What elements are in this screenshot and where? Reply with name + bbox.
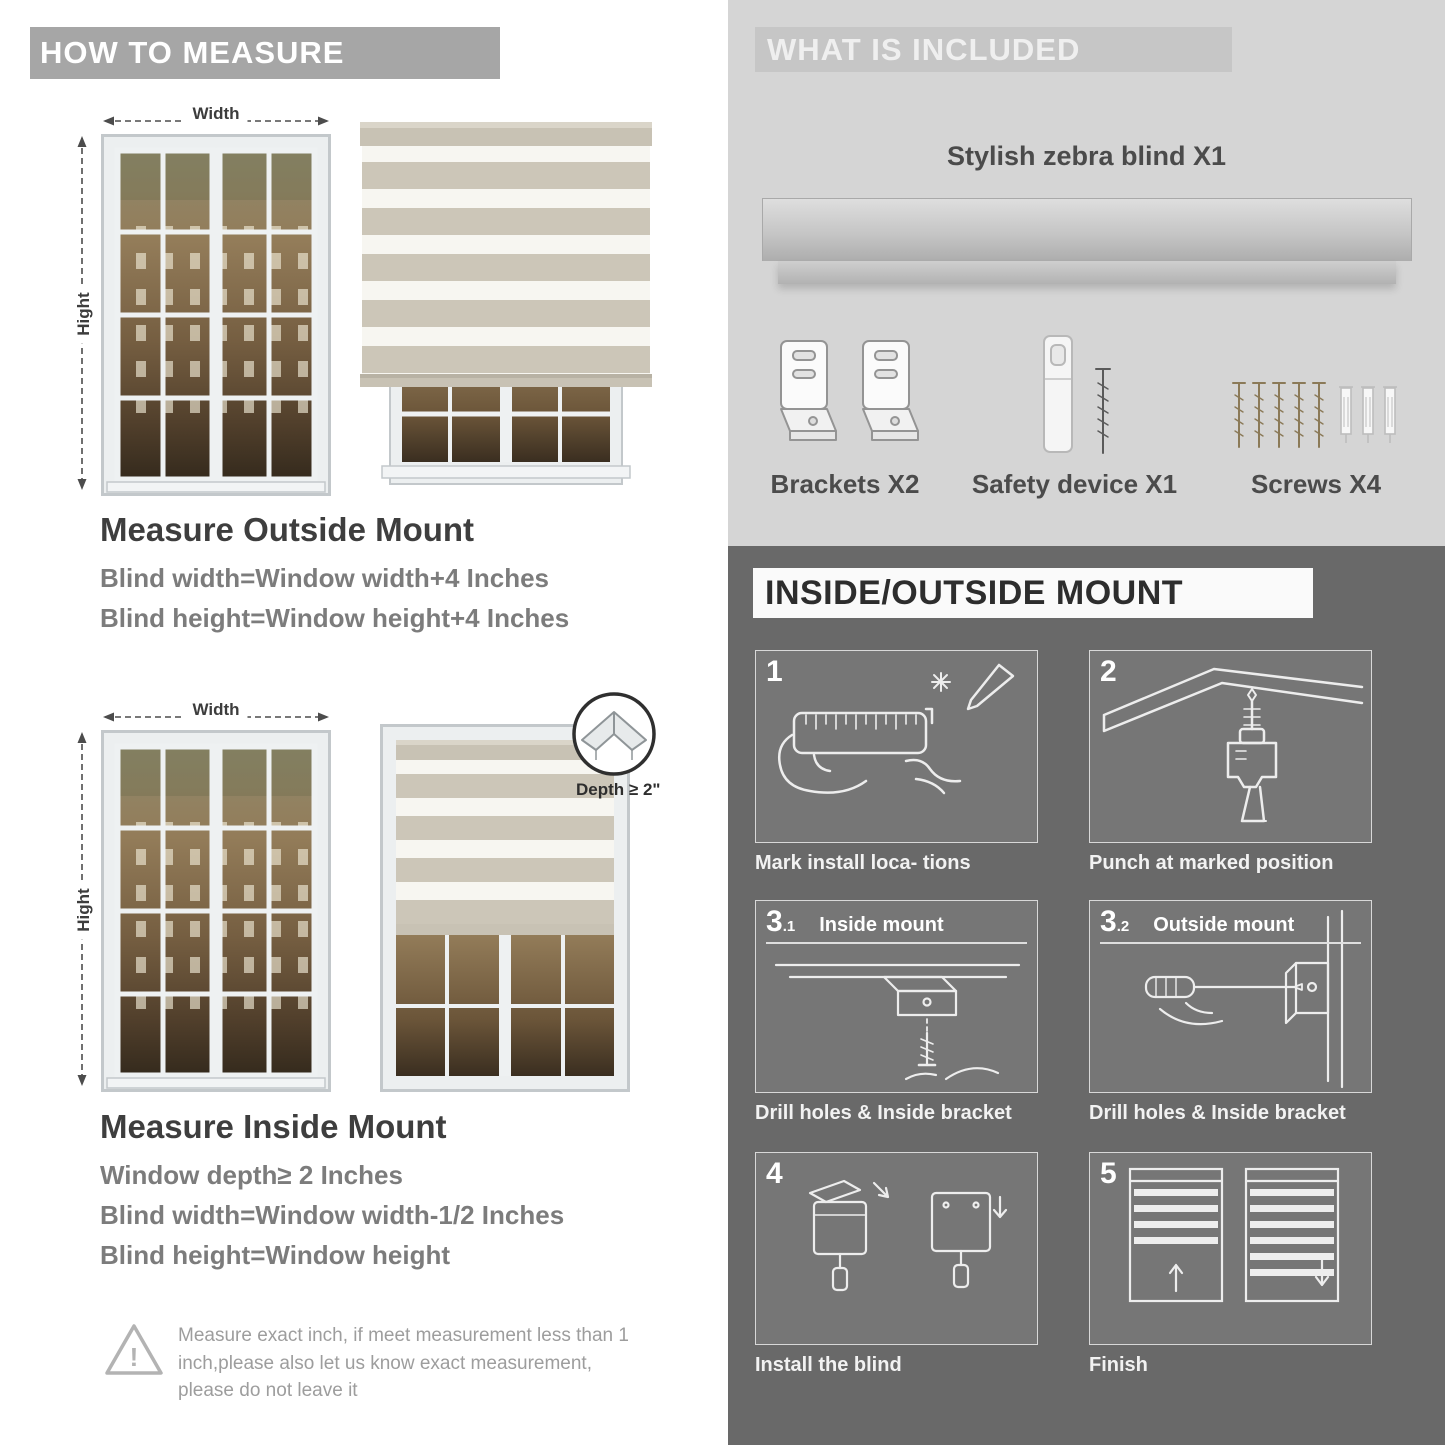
bracket-icon <box>862 340 919 441</box>
depth-callout-label: Depth ≥ 2" <box>576 780 661 799</box>
mount-header: INSIDE/OUTSIDE MOUNT <box>753 568 1313 618</box>
screw-icon <box>1095 368 1112 454</box>
anchor-icons <box>1338 386 1397 443</box>
step-2: 2 <box>1089 650 1372 875</box>
step-number: 3 <box>766 905 783 938</box>
what-is-included-section: WHAT IS INCLUDED Stylish zebra blind X1 <box>728 0 1445 546</box>
mount-title: INSIDE/OUTSIDE MOUNT <box>765 573 1184 612</box>
step-4: 4 <box>755 1152 1038 1377</box>
step-3-1: 3 .1 Inside mount <box>755 900 1038 1125</box>
screws-and-anchors-icon <box>1231 382 1397 448</box>
outside-formula-height: Blind height=Window height+4 Inches <box>100 603 570 633</box>
step-number: 3 <box>1100 905 1117 938</box>
outside-mount-blind-illustration <box>360 122 652 485</box>
width-dimension-label: Width <box>184 701 248 718</box>
how-to-measure-header: HOW TO MEASURE <box>30 27 500 79</box>
included-items: Brackets X2 <box>768 330 1405 500</box>
headrail-illustration <box>762 198 1412 261</box>
blind-inside-mount: Depth ≥ 2" <box>380 692 660 1097</box>
install-blind-art <box>808 1179 1008 1292</box>
inside-mount-blind-illustration <box>380 724 630 1092</box>
step-number: 2 <box>1100 655 1117 688</box>
width-dimension-label: Width <box>184 105 248 122</box>
mount-instructions-section: INSIDE/OUTSIDE MOUNT 1 <box>728 546 1445 1445</box>
measure-note: Measure exact inch, if meet measurement … <box>178 1325 629 1402</box>
step-number: 5 <box>1100 1157 1117 1190</box>
window-illustration <box>101 134 331 496</box>
safety-device-label: Safety device X1 <box>971 469 1178 499</box>
bracket-icon <box>780 340 837 441</box>
step-caption: Drill holes & Inside bracket <box>755 1102 1012 1124</box>
step-caption: Finish <box>1089 1354 1148 1376</box>
included-item-safety-device: Safety device X1 <box>972 330 1177 500</box>
product-label: Stylish zebra blind X1 <box>946 141 1227 171</box>
window-illustration <box>101 730 331 1092</box>
height-dimension-label: Hight <box>74 880 94 940</box>
included-item-brackets: Brackets X2 <box>768 330 922 500</box>
safety-device-icon <box>1043 335 1074 453</box>
brackets-label: Brackets X2 <box>770 469 920 499</box>
inside-formula-width: Blind width=Window width-1/2 Inches <box>100 1200 565 1230</box>
inside-formula-height: Blind height=Window height <box>100 1240 450 1270</box>
outside-formula-width: Blind width=Window width+4 Inches <box>100 563 549 593</box>
headrail-bottom-bar <box>778 261 1396 284</box>
warning-triangle-icon: ! <box>105 1324 163 1375</box>
outside-mount-title: Measure Outside Mount <box>100 511 475 548</box>
step-caption: Install the blind <box>755 1354 902 1376</box>
step-caption: Drill holes & Inside bracket <box>1089 1102 1346 1124</box>
warning-exclamation: ! <box>130 1342 139 1372</box>
finish-art <box>1128 1167 1340 1303</box>
included-item-screws: Screws X4 <box>1227 330 1405 500</box>
mark-location-art <box>778 663 1015 795</box>
step-caption: Punch at marked position <box>1089 852 1334 874</box>
inside-bracket-art <box>774 963 1021 1081</box>
step-number: 4 <box>766 1157 783 1190</box>
what-is-included-header: WHAT IS INCLUDED <box>755 27 1232 72</box>
step-caption: Mark install loca- tions <box>755 852 971 874</box>
window-measure-inside: Width Hight <box>74 701 335 1094</box>
height-dimension-label: Hight <box>74 284 94 344</box>
step-3-2: 3 .2 Outside mount <box>1089 900 1372 1125</box>
inside-formula-depth: Window depth≥ 2 Inches <box>100 1160 403 1190</box>
outside-bracket-art <box>1144 909 1344 1089</box>
step-5: 5 <box>1089 1152 1372 1377</box>
blind-outside-mount <box>360 114 652 499</box>
drill-art <box>1102 667 1364 823</box>
inside-mount-title: Measure Inside Mount <box>100 1108 447 1145</box>
depth-callout-icon <box>572 692 656 776</box>
window-measure-outside: Width Hight <box>74 105 335 498</box>
how-to-measure-title: HOW TO MEASURE <box>40 35 345 70</box>
step-1: 1 <box>755 650 1038 875</box>
what-is-included-title: WHAT IS INCLUDED <box>767 31 1081 67</box>
step-number: 1 <box>766 655 783 688</box>
screws-label: Screws X4 <box>1250 469 1382 499</box>
